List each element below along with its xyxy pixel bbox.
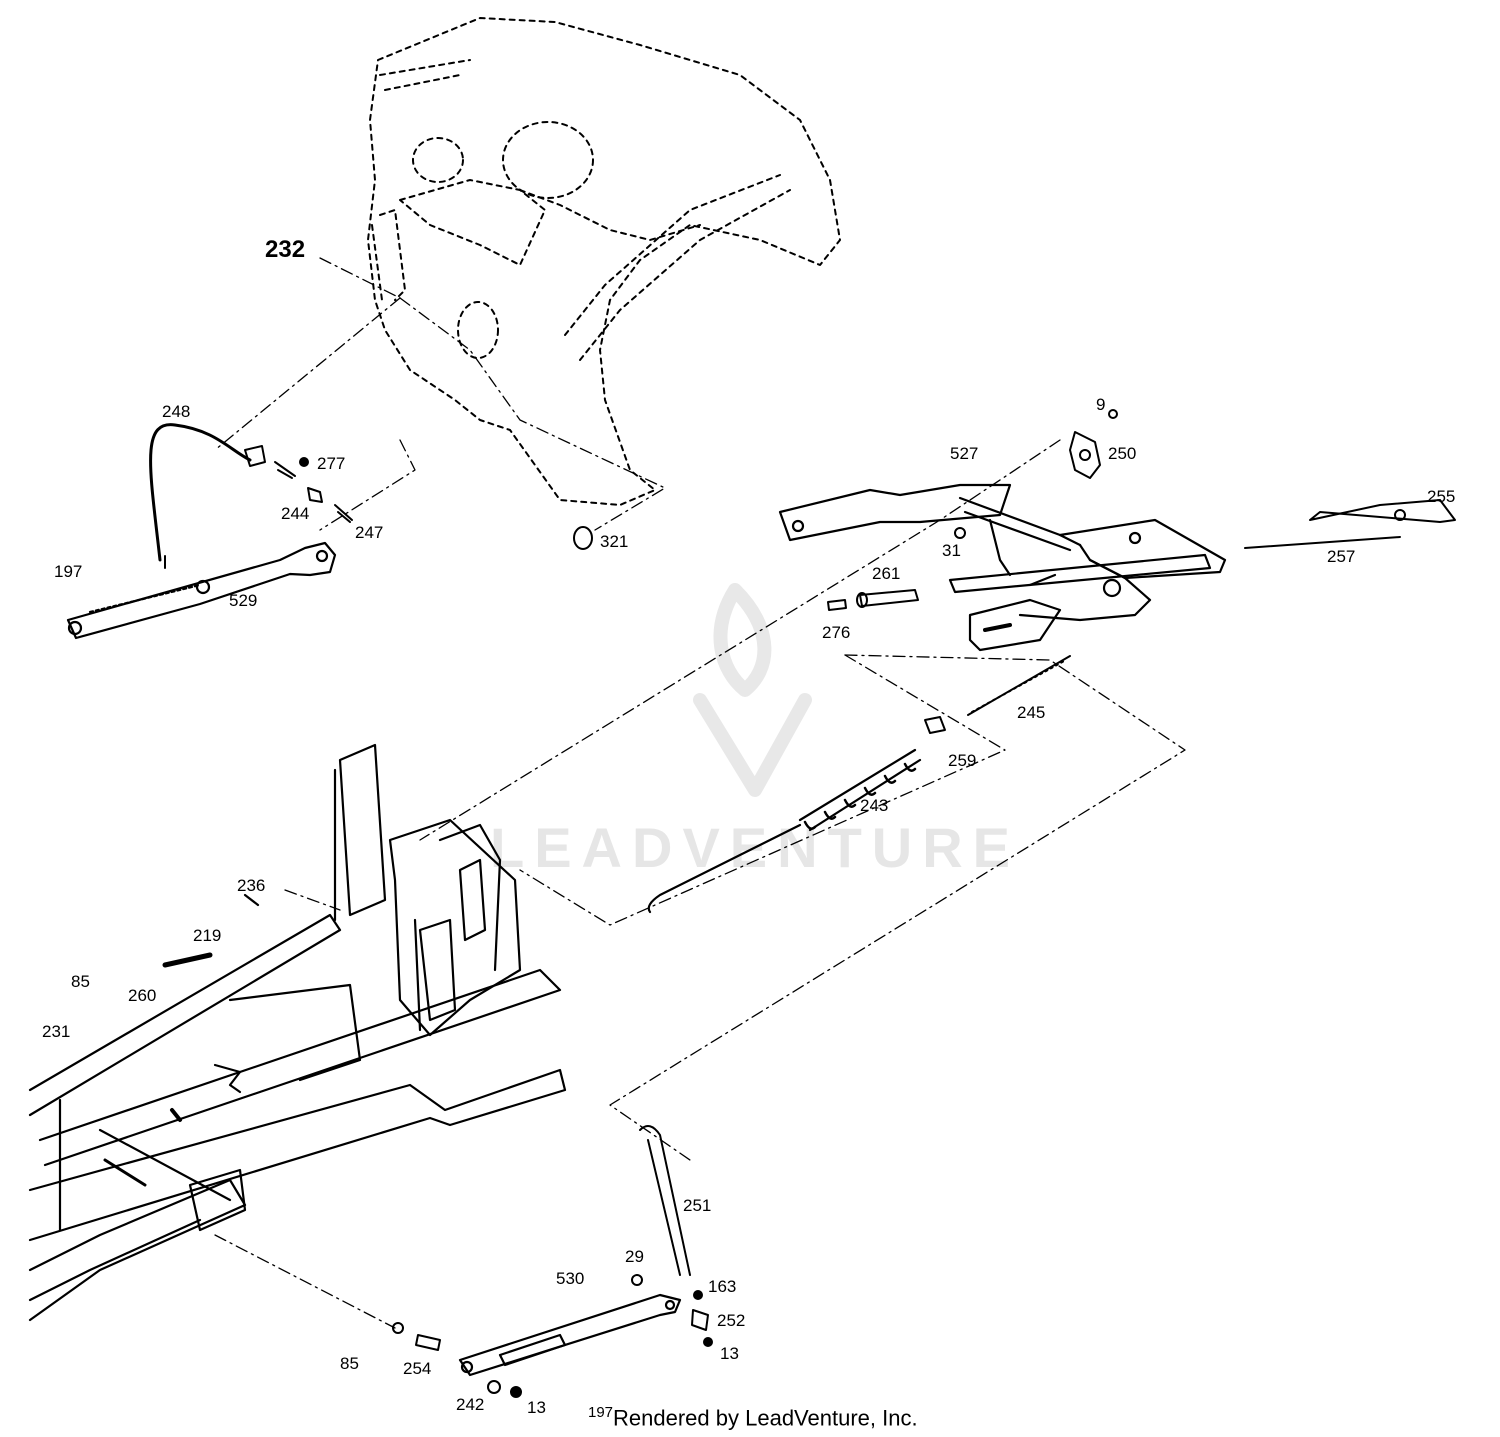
plug-321 <box>573 526 593 550</box>
callout-85-frame: 85 <box>71 972 90 991</box>
callout-29: 29 <box>625 1247 644 1266</box>
callout-321: 321 <box>600 532 629 551</box>
callout-197: 197 <box>54 562 83 581</box>
callout-529: 529 <box>229 591 258 610</box>
callout-31: 31 <box>942 541 961 560</box>
callout-244: 244 <box>281 504 310 523</box>
callout-236: 236 <box>237 876 266 895</box>
watermark-logo <box>693 583 812 797</box>
fender-outline <box>367 17 841 506</box>
callout-245: 245 <box>1017 703 1046 722</box>
callout-276: 276 <box>822 623 851 642</box>
footer-prefix: 197 <box>588 1404 614 1421</box>
small-hardware <box>392 1274 713 1398</box>
footer-text: Rendered by LeadVenture, Inc. <box>613 1405 918 1431</box>
lift-link-530 <box>458 1293 682 1377</box>
rod-245 <box>924 655 1071 734</box>
callout-530: 530 <box>556 1269 585 1288</box>
callout-250: 250 <box>1108 444 1137 463</box>
callout-231: 231 <box>42 1022 71 1041</box>
rod-257 <box>1244 499 1456 549</box>
callout-260: 260 <box>128 986 157 1005</box>
bracket-250 <box>1069 409 1118 479</box>
spring-243 <box>647 748 922 914</box>
footer-credit: 197Rendered by LeadVenture, Inc. <box>588 1404 918 1431</box>
sleeve-261 <box>827 589 919 611</box>
callout-85-pin: 85 <box>340 1354 359 1373</box>
callout-261: 261 <box>872 564 901 583</box>
alignment-lines <box>214 257 1186 1329</box>
callout-243: 243 <box>860 796 889 815</box>
callout-232: 232 <box>265 236 306 263</box>
callout-248: 248 <box>162 402 191 421</box>
callout-527: 527 <box>950 444 979 463</box>
callout-13-link: 13 <box>720 1344 739 1363</box>
callout-251: 251 <box>683 1196 712 1215</box>
watermark-text: LEADVENTURE <box>490 816 1021 879</box>
callout-163: 163 <box>708 1277 737 1296</box>
callout-219: 219 <box>193 926 222 945</box>
callout-277: 277 <box>317 454 346 473</box>
callout-252: 252 <box>717 1311 746 1330</box>
rod-251 <box>639 1125 691 1276</box>
lift-shaft-assembly <box>778 483 1227 652</box>
callout-259: 259 <box>948 751 977 770</box>
tractor-frame <box>28 743 567 1322</box>
callout-13-bottom: 13 <box>527 1398 546 1417</box>
callout-247: 247 <box>355 523 384 542</box>
callout-254: 254 <box>403 1359 432 1378</box>
callout-255: 255 <box>1427 487 1456 506</box>
callout-242: 242 <box>456 1395 485 1414</box>
callout-9: 9 <box>1096 395 1106 414</box>
throttle-cable <box>149 423 252 562</box>
callout-257: 257 <box>1327 547 1356 566</box>
nut-31 <box>954 527 966 539</box>
cable-fittings <box>164 445 353 569</box>
lift-handle <box>66 541 337 640</box>
